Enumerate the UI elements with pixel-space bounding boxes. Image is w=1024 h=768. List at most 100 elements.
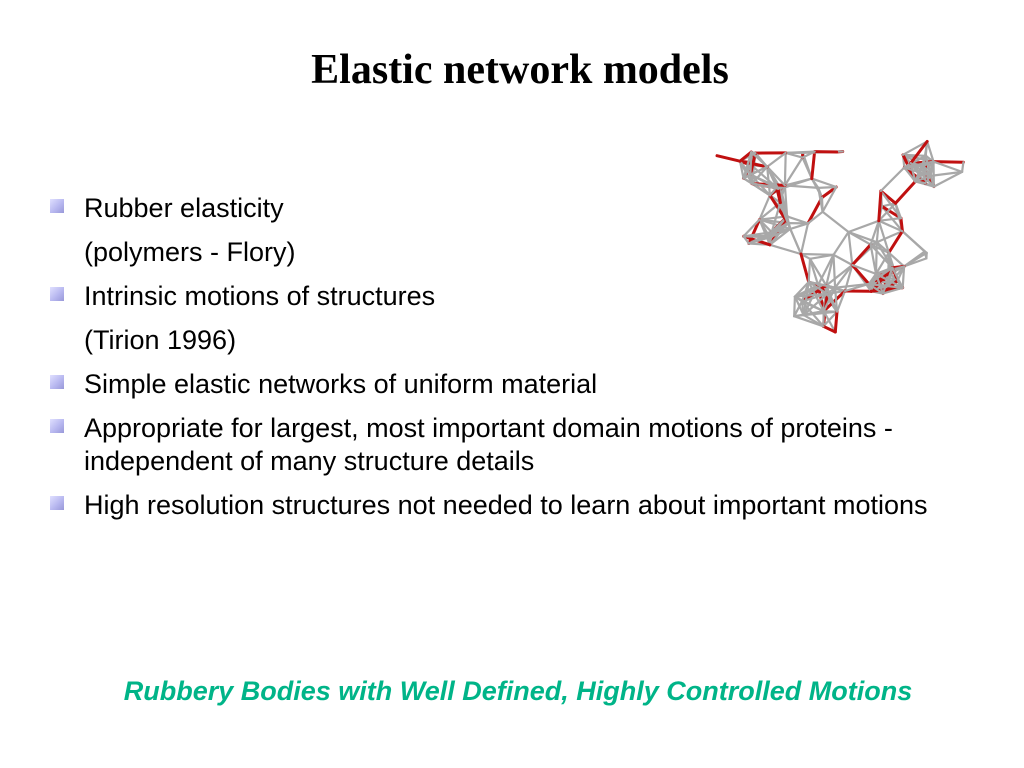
network-strut [901, 153, 927, 157]
network-strut [783, 151, 787, 187]
network-strut [750, 150, 769, 168]
network-strut [825, 263, 854, 287]
network-strut [869, 243, 890, 254]
network-strut [847, 230, 872, 246]
tagline: Rubbery Bodies with Well Defined, Highly… [123, 676, 913, 706]
network-strut [807, 280, 829, 295]
network-bond [799, 252, 811, 284]
network-strut [909, 162, 917, 183]
network-strut [834, 263, 854, 289]
network-strut [750, 182, 778, 189]
network-strut [800, 280, 810, 303]
network-strut [869, 219, 880, 246]
bullet-text: Appropriate for largest, most important … [84, 413, 893, 476]
network-strut [881, 286, 904, 295]
network-strut [749, 173, 778, 189]
network-strut [749, 150, 753, 176]
network-strut [961, 161, 965, 174]
network-bond [899, 216, 904, 233]
network-strut [749, 165, 769, 176]
network-bond [821, 324, 837, 334]
network-strut [826, 292, 839, 313]
square-bullet-icon [50, 199, 64, 213]
network-strut [821, 185, 838, 213]
network-strut [869, 243, 894, 269]
network-strut [783, 184, 789, 218]
network-strut [877, 219, 904, 233]
network-bond [850, 243, 873, 267]
network-strut [817, 185, 838, 190]
network-bond [833, 310, 839, 334]
network-strut [929, 174, 935, 188]
slide-title: Elastic network models [311, 47, 729, 93]
bullet-text: High resolution structures not needed to… [84, 490, 928, 520]
network-strut [879, 166, 906, 193]
network-strut [877, 216, 902, 222]
network-strut [874, 272, 884, 295]
network-strut [867, 272, 878, 286]
bullet-item: Rubber elasticity [44, 192, 944, 225]
network-strut [808, 257, 820, 287]
network-strut [817, 186, 824, 213]
network-strut [914, 164, 925, 183]
network-strut [834, 282, 870, 289]
network-strut [834, 286, 839, 313]
network-strut [807, 280, 825, 313]
network-strut [786, 221, 803, 256]
network-bond [806, 196, 824, 225]
network-strut [879, 189, 902, 220]
network-bond [877, 189, 883, 223]
network-strut [914, 174, 932, 183]
network-bond [909, 139, 929, 165]
elastic-network-image [715, 139, 965, 334]
network-strut [742, 150, 753, 180]
bullet-item: Appropriate for largest, most important … [44, 412, 944, 478]
bullet-text: Intrinsic motions of structures [84, 281, 436, 311]
bullet-text: Simple elastic networks of uniform mater… [84, 369, 598, 399]
network-strut [758, 194, 772, 221]
network-strut [750, 164, 778, 189]
square-bullet-icon [50, 496, 64, 510]
network-strut [758, 218, 773, 234]
network-strut [770, 201, 782, 234]
network-strut [808, 257, 828, 287]
network-strut [903, 166, 917, 183]
network-strut [822, 310, 837, 334]
network-strut [738, 160, 745, 180]
network-strut [822, 310, 839, 328]
network-strut [887, 251, 906, 268]
bullet-subline: (polymers - Flory) [84, 237, 296, 267]
network-strut [926, 140, 935, 163]
network-strut [806, 210, 824, 225]
network-strut [874, 266, 894, 275]
network-strut [825, 253, 835, 287]
network-strut [742, 177, 754, 185]
network-strut [901, 140, 929, 156]
network-strut [793, 295, 797, 318]
network-strut [932, 160, 964, 174]
network-strut [742, 218, 761, 238]
bullet-item: Intrinsic motions of structures [44, 280, 944, 313]
network-bond [887, 229, 904, 255]
bullet-text: Rubber elasticity [84, 193, 284, 223]
network-strut [847, 219, 880, 234]
network-strut [770, 221, 789, 234]
network-strut [880, 202, 897, 208]
network-strut [903, 164, 925, 169]
network-strut [738, 160, 752, 176]
network-strut [835, 289, 847, 313]
bullet-item: Simple elastic networks of uniform mater… [44, 368, 944, 401]
network-struts [715, 139, 965, 334]
bullet-list: Rubber elasticity (polymers - Flory) Int… [44, 192, 944, 533]
network-strut [932, 170, 964, 188]
network-strut [924, 154, 932, 178]
square-bullet-icon [50, 375, 64, 389]
network-bond [738, 150, 753, 163]
network-strut [783, 177, 813, 187]
network-strut [821, 210, 850, 234]
network-strut [832, 253, 854, 267]
network-strut [799, 222, 810, 256]
network-strut [901, 230, 928, 254]
network-bond [850, 263, 871, 286]
bullet-subline: (Tirion 1996) [84, 325, 237, 355]
